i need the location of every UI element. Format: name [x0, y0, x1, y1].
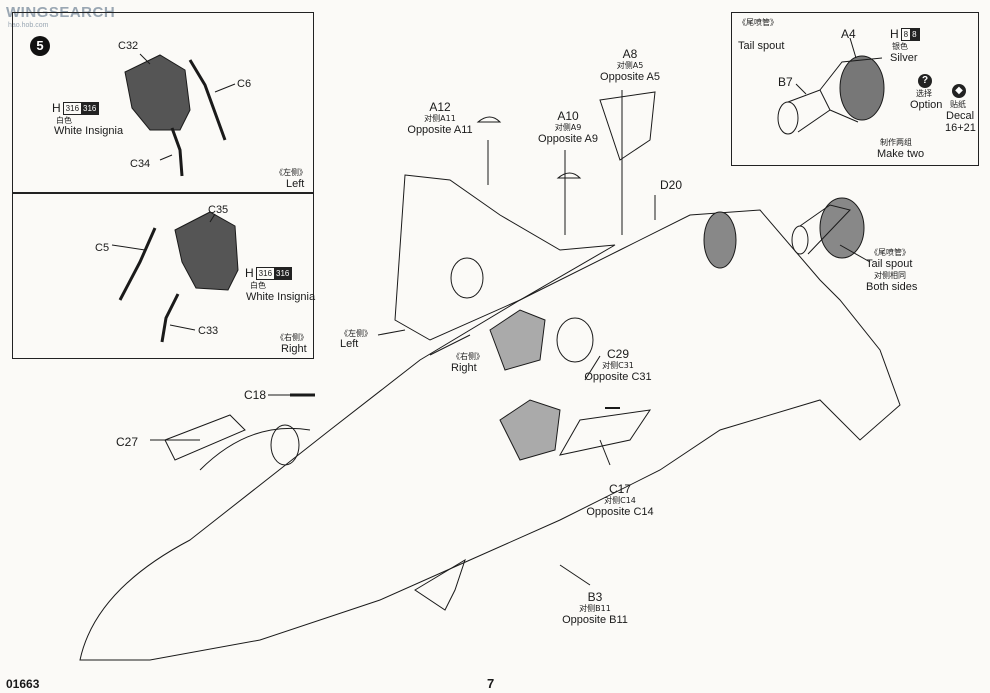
side-label-cn: 《左侧》 — [275, 168, 307, 177]
watermark-url: hao.hob.com — [8, 22, 49, 29]
decal-number: 16+21 — [945, 122, 976, 134]
opposite-cn: 对侧A11 — [424, 114, 456, 123]
part-label-c6: C6 — [237, 78, 252, 90]
opposite-cn: 对侧C14 — [604, 496, 636, 505]
kit-code: 01663 — [6, 677, 40, 691]
paint-name-cn: 白色 — [250, 281, 266, 290]
both-sides-en: Both sides — [866, 281, 918, 293]
part-label-c18: C18 — [244, 388, 267, 402]
paint-name-cn: 银色 — [892, 42, 908, 51]
part-label-a10: A10 — [557, 109, 579, 123]
option-en: Option — [910, 99, 943, 111]
opposite-en: Opposite A5 — [600, 71, 660, 83]
opposite-cn: 对侧C31 — [602, 361, 634, 370]
right-cn: 《右侧》 — [452, 352, 484, 361]
opposite-en: Opposite A11 — [407, 124, 473, 136]
side-label-en: Left — [286, 178, 305, 190]
paint-number-box: 8 8 — [900, 27, 920, 41]
side-label-cn: 《右侧》 — [276, 333, 308, 342]
step-number-badge: 5 — [30, 36, 50, 56]
both-sides-cn: 对侧相同 — [874, 271, 906, 280]
paint-code: H — [245, 266, 254, 280]
paint-number-box: 316 316 — [255, 266, 293, 280]
opposite-en: Opposite A9 — [538, 133, 598, 145]
part-label-d20: D20 — [660, 178, 683, 192]
part-label-c35: C35 — [208, 204, 229, 216]
tail-title-en: Tail spout — [738, 40, 785, 52]
opposite-en: Opposite C31 — [584, 371, 652, 383]
panel-right-cockpit-side — [12, 192, 314, 359]
panel-tail-spout — [731, 12, 979, 166]
part-label-c32: C32 — [118, 40, 139, 52]
part-c32-frame — [125, 55, 190, 130]
paint-callout-silver: H 8 8 — [890, 27, 920, 41]
decal-icon: ◆ — [952, 84, 966, 98]
left-en: Left — [340, 338, 359, 350]
tail-spout-cn: 《尾喷管》 — [870, 248, 910, 257]
part-label-c27: C27 — [116, 435, 139, 449]
part-label-c5: C5 — [95, 242, 110, 254]
part-label-a4: A4 — [841, 27, 856, 41]
decal-cn: 贴纸 — [950, 100, 966, 109]
part-label-c17: C17 — [608, 482, 632, 496]
paint-name-en: Silver — [890, 52, 918, 64]
part-label-b3: B3 — [587, 590, 603, 604]
paint-name-en: White Insignia — [54, 125, 124, 137]
decal-en: Decal — [946, 110, 975, 122]
left-cn: 《左侧》 — [340, 329, 372, 338]
part-label-c33: C33 — [198, 325, 219, 337]
part-label-a8: A8 — [622, 47, 638, 61]
part-label-b7: B7 — [778, 75, 793, 89]
opposite-cn: 对侧B11 — [579, 604, 611, 613]
right-en: Right — [451, 362, 477, 374]
make-en: Make two — [877, 148, 925, 160]
tail-title-cn: 《尾喷管》 — [738, 18, 778, 27]
tail-spout-en: Tail spout — [866, 258, 913, 270]
paint-name-en: White Insignia — [246, 291, 316, 303]
paint-name-cn: 白色 — [56, 116, 72, 125]
make-cn: 制作两组 — [880, 138, 912, 147]
part-label-a12: A12 — [429, 100, 451, 114]
paint-callout-left-mid: H 316 316 — [245, 266, 293, 280]
opposite-cn: 对侧A5 — [616, 61, 644, 70]
question-icon: ? — [918, 74, 932, 88]
paint-number-box: 316 316 — [62, 101, 100, 115]
opposite-en: Opposite C14 — [586, 506, 654, 518]
page-number: 7 — [487, 676, 495, 691]
panel-left-cockpit-side — [12, 12, 314, 194]
part-label-c29: C29 — [606, 347, 630, 361]
option-cn: 选择 — [916, 89, 932, 98]
side-label-en: Right — [281, 343, 307, 355]
part-label-c34: C34 — [130, 158, 151, 170]
paint-callout-left-top: H 316 316 — [52, 101, 100, 115]
paint-code: H — [890, 27, 899, 41]
paint-code: H — [52, 101, 61, 115]
opposite-cn: 对侧A9 — [554, 123, 582, 132]
opposite-en: Opposite B11 — [562, 614, 628, 626]
